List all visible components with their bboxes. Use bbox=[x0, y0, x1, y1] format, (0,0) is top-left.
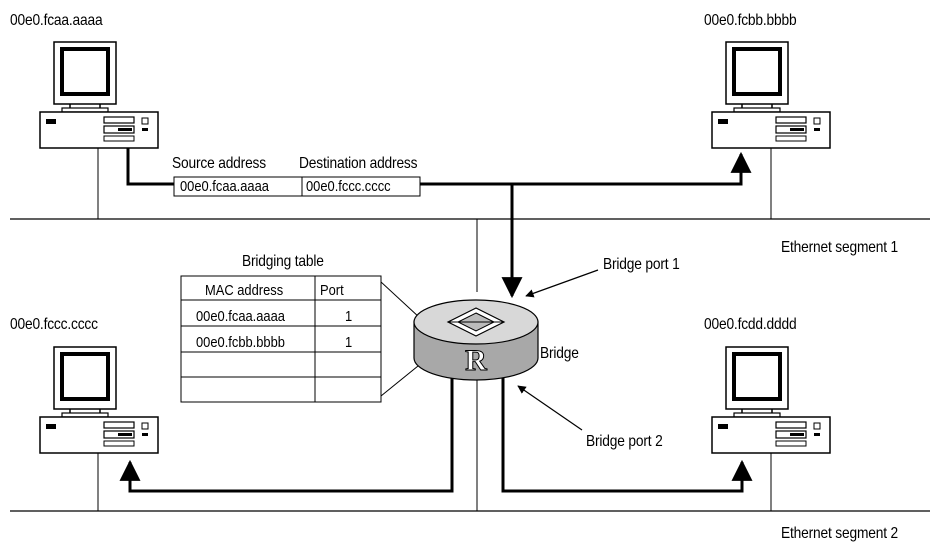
bridge-port-2-pointer-arrow bbox=[518, 386, 582, 430]
bridging-table-row-2-mac: 00e0.fcbb.bbbb bbox=[196, 335, 285, 351]
frame-source-value: 00e0.fcaa.aaaa bbox=[180, 179, 269, 195]
bridge-label: Bridge bbox=[540, 345, 579, 363]
frame-source-header: Source address bbox=[172, 155, 266, 173]
host-d-computer-icon bbox=[712, 347, 830, 453]
host-a-computer-icon bbox=[40, 42, 158, 148]
bridging-table-row-2-port: 1 bbox=[345, 335, 352, 351]
bridge-port-1-pointer-arrow bbox=[526, 270, 598, 296]
bridging-table-header-mac: MAC address bbox=[205, 283, 283, 299]
table-to-bridge-connector-bottom bbox=[381, 366, 418, 396]
bridging-table-row-1-port: 1 bbox=[345, 309, 352, 325]
frame-destination-header: Destination address bbox=[299, 155, 417, 173]
ethernet-segment-1-label: Ethernet segment 1 bbox=[781, 239, 898, 257]
ethernet-segment-2-label: Ethernet segment 2 bbox=[781, 525, 898, 543]
host-c-address-label: 00e0.fccc.cccc bbox=[10, 316, 98, 334]
bridging-table-header-port: Port bbox=[320, 283, 344, 299]
bridge-router-icon: R bbox=[414, 300, 538, 380]
host-d-address-label: 00e0.fcdd.dddd bbox=[704, 316, 796, 334]
host-a-address-label: 00e0.fcaa.aaaa bbox=[10, 12, 102, 30]
bridge-router-letter: R bbox=[465, 344, 487, 377]
frame-destination-value: 00e0.fccc.cccc bbox=[306, 179, 391, 195]
flow-to-host-b-arrow bbox=[420, 154, 741, 184]
host-b-address-label: 00e0.fcbb.bbbb bbox=[704, 12, 796, 30]
bridging-table-row-1-mac: 00e0.fcaa.aaaa bbox=[196, 309, 285, 325]
flow-host-a-to-segment bbox=[128, 148, 174, 184]
table-to-bridge-connector-top bbox=[381, 282, 420, 318]
bridge-port-1-label: Bridge port 1 bbox=[603, 256, 680, 274]
host-c-computer-icon bbox=[40, 347, 158, 453]
bridging-table-title: Bridging table bbox=[242, 253, 324, 271]
host-b-computer-icon bbox=[712, 42, 830, 148]
bridge-port-2-label: Bridge port 2 bbox=[586, 433, 663, 451]
